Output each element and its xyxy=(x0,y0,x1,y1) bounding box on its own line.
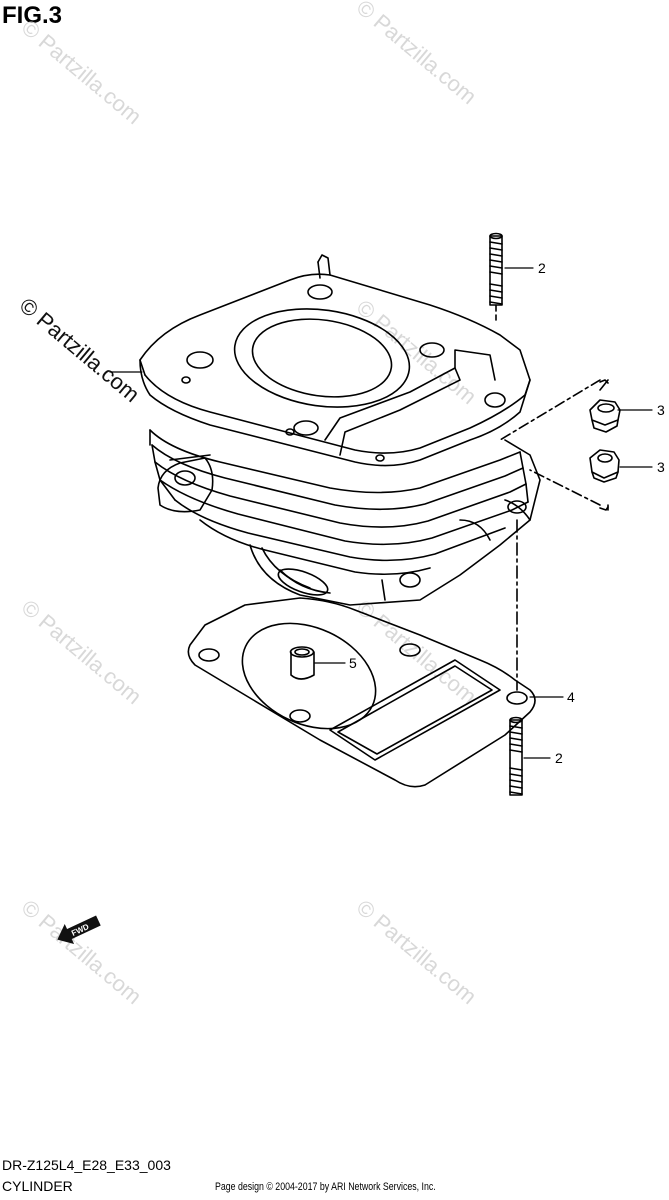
cylinder xyxy=(139,254,541,606)
leader-lines xyxy=(109,267,653,759)
callout-label: 3 xyxy=(657,402,665,418)
watermark-text: © Partzilla.com xyxy=(17,595,147,709)
watermark-text-dark: © Partzilla.com xyxy=(15,293,145,407)
dowel-pin xyxy=(289,646,315,680)
watermark-text: © Partzilla.com xyxy=(352,295,482,409)
watermark-text: © Partzilla.com xyxy=(352,895,482,1009)
callout-label: 2 xyxy=(538,260,546,276)
watermarks: © Partzilla.com © Partzilla.com © Partzi… xyxy=(17,0,482,1009)
gasket xyxy=(187,597,536,788)
callout-labels: 2 3 3 5 4 2 xyxy=(349,260,665,766)
callout-label: 2 xyxy=(555,750,563,766)
callout-label: 5 xyxy=(349,655,357,671)
figure-title: FIG.3 xyxy=(2,2,63,29)
model-code: DR-Z125L4_E28_E33_003 xyxy=(2,1157,171,1173)
callout-label: 3 xyxy=(657,459,665,475)
nut-lower xyxy=(589,449,620,483)
watermark-text: © Partzilla.com xyxy=(17,895,147,1009)
callout-label: 4 xyxy=(567,689,575,705)
watermark-text: © Partzilla.com xyxy=(352,0,482,109)
section-name: CYLINDER xyxy=(2,1178,73,1194)
nut-upper xyxy=(589,399,621,433)
stud-bolt-bottom xyxy=(509,716,523,796)
stud-bolt-top xyxy=(489,232,503,321)
watermark-text: © Partzilla.com xyxy=(17,15,147,129)
copyright-notice: Page design © 2004-2017 by ARI Network S… xyxy=(215,1181,436,1193)
